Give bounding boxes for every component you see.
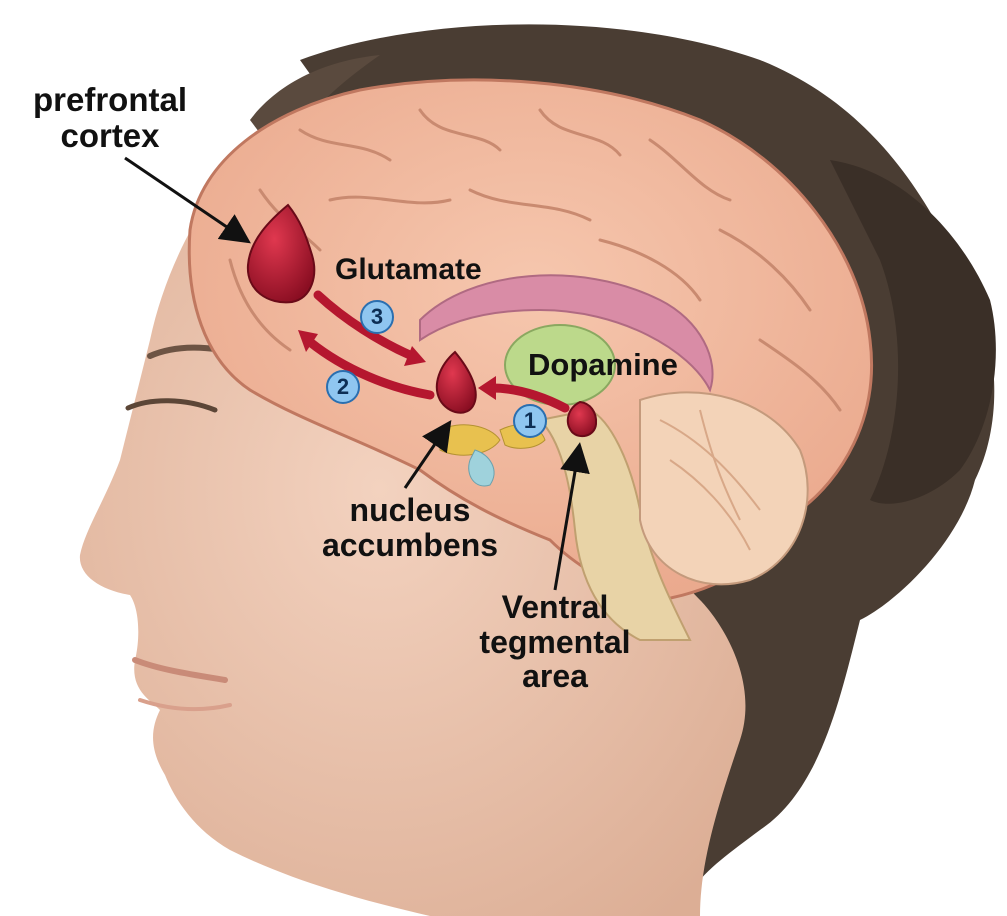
dopamine-label: Dopamine [528, 348, 678, 381]
vta-line-2: tegmental [450, 625, 660, 660]
prefrontal-cortex-line-2: cortex [10, 118, 210, 154]
nucleus-accumbens-line-1: nucleus [300, 493, 520, 528]
prefrontal-cortex-label: prefrontal cortex [10, 82, 210, 153]
step-2-badge: 2 [326, 370, 360, 404]
prefrontal-cortex-line-1: prefrontal [10, 82, 210, 118]
vta-line-1: Ventral [450, 590, 660, 625]
glutamate-label: Glutamate [335, 254, 482, 286]
ventral-tegmental-area-region [568, 402, 596, 436]
vta-line-3: area [450, 659, 660, 694]
step-3-badge: 3 [360, 300, 394, 334]
nucleus-accumbens-label: nucleus accumbens [300, 493, 520, 562]
ventral-tegmental-area-label: Ventral tegmental area [450, 590, 660, 694]
nucleus-accumbens-line-2: accumbens [300, 528, 520, 563]
step-1-badge: 1 [513, 404, 547, 438]
